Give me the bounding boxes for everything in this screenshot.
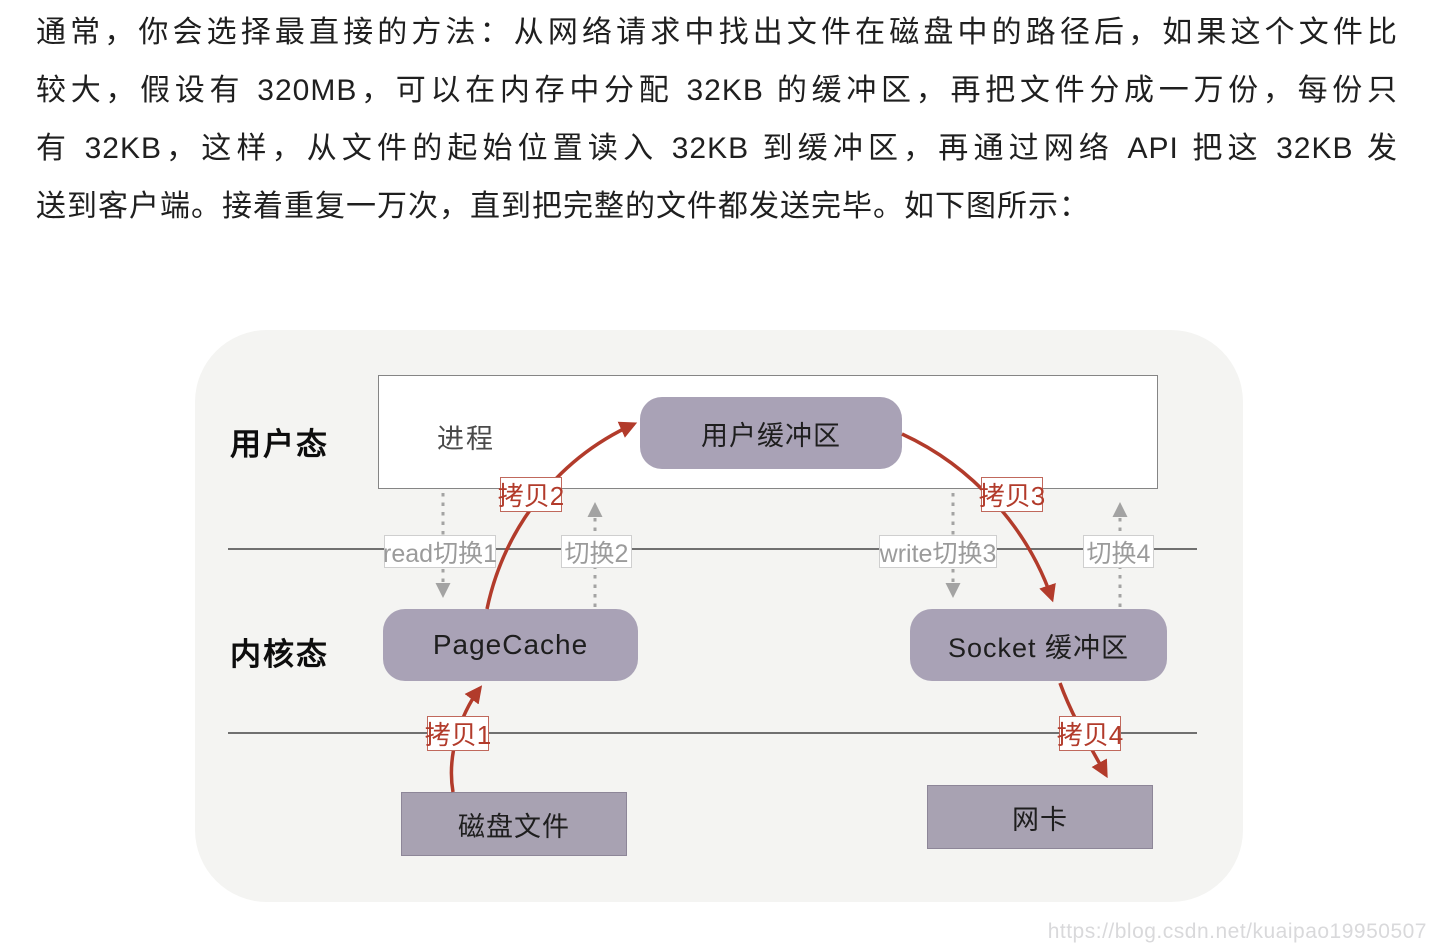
- copy4-label: 拷贝4: [1057, 716, 1123, 751]
- paragraph-line: 送到客户端。接着重复一万次，直到把完整的文件都发送完毕。如下图所示：: [36, 190, 1090, 223]
- switch2-label: 切换2: [561, 535, 632, 568]
- user-mode-label: 用户态: [230, 427, 329, 462]
- user-kernel-boundary-line: [228, 548, 1197, 550]
- kernel-hardware-boundary-line: [228, 732, 1197, 734]
- disk-file-node: 磁盘文件: [401, 792, 627, 856]
- nic-node: 网卡: [927, 785, 1153, 849]
- switch1-label: read切换1: [383, 535, 497, 568]
- paragraph-line: 有 32KB，这样，从文件的起始位置读入 32KB 到缓冲区，再通过网络 API…: [36, 132, 1398, 165]
- copy1-label: 拷贝1: [425, 716, 491, 751]
- process-node: 进程: [437, 424, 495, 454]
- switch4-label: 切换4: [1083, 535, 1154, 568]
- switch3-label: write切换3: [879, 535, 997, 568]
- copy2-label: 拷贝2: [498, 477, 564, 512]
- kernel-mode-label: 内核态: [230, 637, 329, 672]
- user-buffer-node: 用户缓冲区: [640, 397, 902, 469]
- socket-buffer-node: Socket 缓冲区: [910, 609, 1167, 681]
- copy3-label: 拷贝3: [979, 477, 1045, 512]
- page-cache-node: PageCache: [383, 609, 638, 681]
- paragraph-line: 通常，你会选择最直接的方法：从网络请求中找出文件在磁盘中的路径后，如果这个文件比: [36, 16, 1398, 49]
- watermark-url: https://blog.csdn.net/kuaipao19950507: [1047, 920, 1427, 943]
- paragraph-line: 较大，假设有 320MB，可以在内存中分配 32KB 的缓冲区，再把文件分成一万…: [36, 74, 1398, 107]
- article-paragraph: 通常，你会选择最直接的方法：从网络请求中找出文件在磁盘中的路径后，如果这个文件比…: [36, 4, 1398, 236]
